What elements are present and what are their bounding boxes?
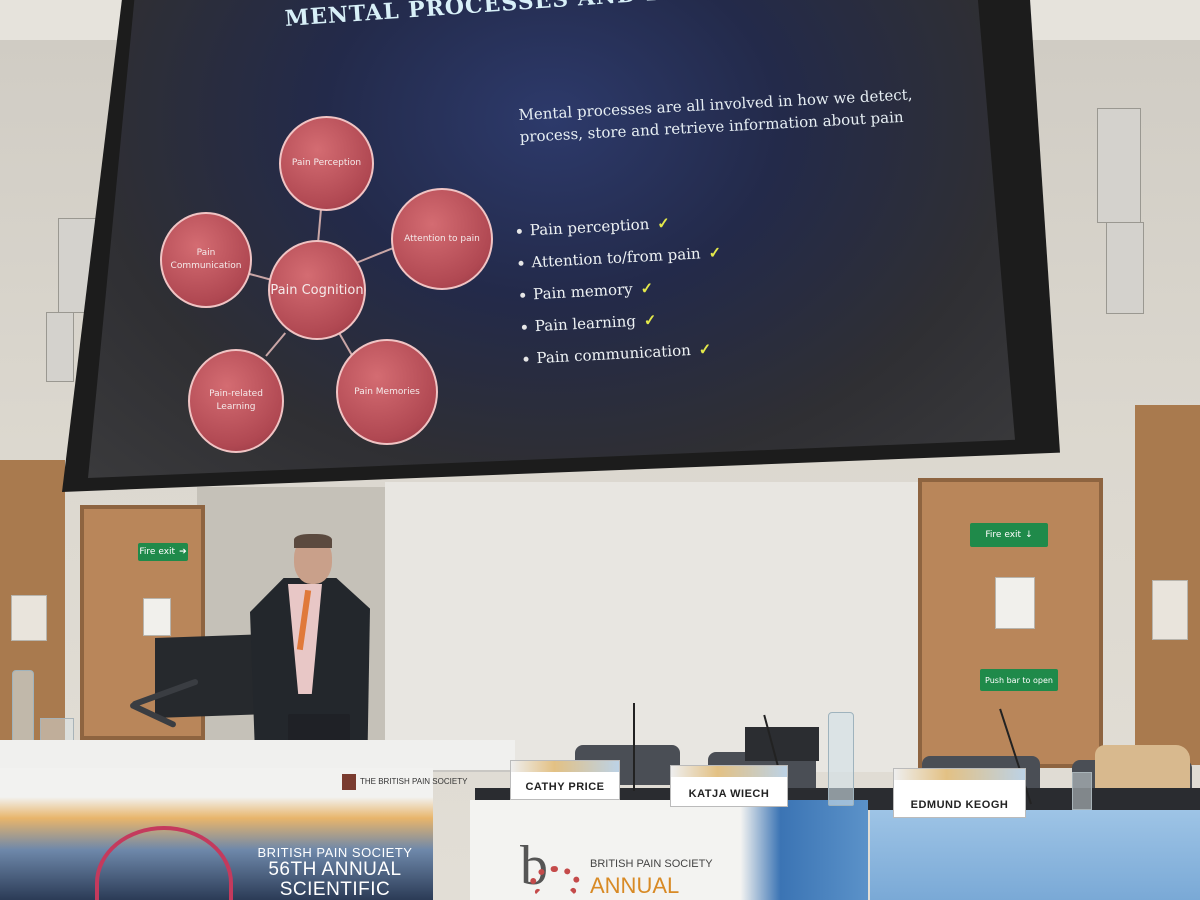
exit-sign-label: Fire exit: [139, 547, 176, 557]
conference-banner-right: [870, 810, 1200, 900]
banner-left-line3: SCIENTIFIC MEETING: [279, 879, 391, 900]
name-card-text: KATJA WIECH: [688, 788, 770, 800]
node-pain-communication: Pain Communication: [160, 212, 252, 308]
door-notice-left: [143, 598, 171, 636]
bullet-text: Attention to/from pain: [531, 244, 702, 272]
node-attention-to-pain: Attention to pain: [391, 188, 493, 290]
slide-intro-text: Mental processes are all involved in how…: [518, 85, 913, 146]
push-bar-sign: Push bar to open: [980, 669, 1058, 691]
name-card-stripe: [894, 769, 1025, 780]
bullet-dot-icon: [518, 260, 524, 266]
checkmark-icon: ✓: [708, 243, 722, 262]
fire-exit-sign-left: Fire exit➔: [138, 543, 188, 561]
wall-speaker-upper: [1097, 108, 1141, 223]
presenter-hair: [294, 534, 332, 548]
bullet-dot-icon: [521, 324, 527, 330]
bps-logo-dots: [530, 866, 580, 900]
projector-screen: MENTAL PROCESSES AND PAIN Pain Perceptio…: [88, 0, 1015, 478]
wall-speaker-left-lower: [46, 312, 74, 382]
conference-banner-left: BRITISH PAIN SOCIETY 56TH ANNUAL SCIENTI…: [0, 768, 433, 900]
checkmark-icon: ✓: [656, 213, 671, 233]
bullet-dot-icon: [520, 292, 526, 298]
connector-perception: [317, 208, 322, 243]
banner-left-line1: BRITISH PAIN SOCIETY: [257, 845, 413, 860]
name-card-stripe: [671, 766, 787, 777]
slide-bullet-list: Pain perception ✓ Attention to/from pain ✓…: [516, 204, 727, 374]
banner-left-line2: 56TH ANNUAL: [268, 859, 402, 880]
crest-icon: [342, 774, 356, 790]
fire-action-sign-left: [11, 595, 47, 641]
name-card-1: CATHY PRICE: [510, 760, 620, 800]
checkmark-icon: ✓: [698, 339, 712, 359]
exit-sign-label: Fire exit: [985, 530, 1022, 540]
desk-device: [745, 727, 819, 761]
wall-speaker-lower: [1106, 222, 1144, 314]
bullet-text: Pain perception: [529, 215, 650, 240]
society-logo-text: THE BRITISH PAIN SOCIETY: [360, 777, 468, 787]
fire-action-sign: [1152, 580, 1188, 640]
node-pain-related-learning: Pain-related Learning: [188, 349, 284, 453]
bullet-dot-icon: [516, 228, 522, 234]
connector-learning: [265, 332, 287, 357]
running-man-icon: ➔: [179, 547, 187, 557]
checkmark-icon: ✓: [643, 310, 657, 330]
node-pain-perception: Pain Perception: [279, 116, 374, 211]
bullet-text: Pain learning: [534, 311, 637, 336]
checkmark-icon: ✓: [640, 278, 654, 298]
water-bottle: [828, 712, 854, 806]
name-card-3: EDMUND KEOGH: [893, 768, 1026, 818]
banner-mid-line1: BRITISH PAIN SOCIETY: [590, 858, 713, 870]
node-pain-cognition: Pain Cognition: [268, 240, 366, 340]
name-card-2: KATJA WIECH: [670, 765, 788, 807]
slide-title: MENTAL PROCESSES AND PAIN: [284, 0, 713, 32]
name-card-stripe: [511, 761, 619, 772]
door-notice: [995, 577, 1035, 629]
name-card-text: CATHY PRICE: [525, 781, 605, 793]
arrow-down-icon: ↓: [1025, 530, 1033, 540]
microphone-1: [633, 703, 635, 791]
water-bottle-left: [12, 670, 34, 747]
society-logo: THE BRITISH PAIN SOCIETY: [342, 774, 467, 790]
node-pain-memories: Pain Memories: [336, 339, 438, 445]
bullet-dot-icon: [523, 356, 529, 362]
water-glass: [1072, 772, 1092, 810]
banner-mid-line2: ANNUAL: [590, 873, 680, 898]
name-card-text: EDMUND KEOGH: [910, 799, 1009, 811]
fire-exit-sign-right: Fire exit↓: [970, 523, 1048, 547]
banner-left-text: BRITISH PAIN SOCIETY 56TH ANNUAL SCIENTI…: [250, 846, 420, 900]
bridge-arch-graphic: [95, 826, 233, 900]
bullet-text: Pain communication: [536, 341, 692, 368]
bullet-text: Pain memory: [532, 280, 634, 304]
connector-attention: [355, 246, 396, 264]
